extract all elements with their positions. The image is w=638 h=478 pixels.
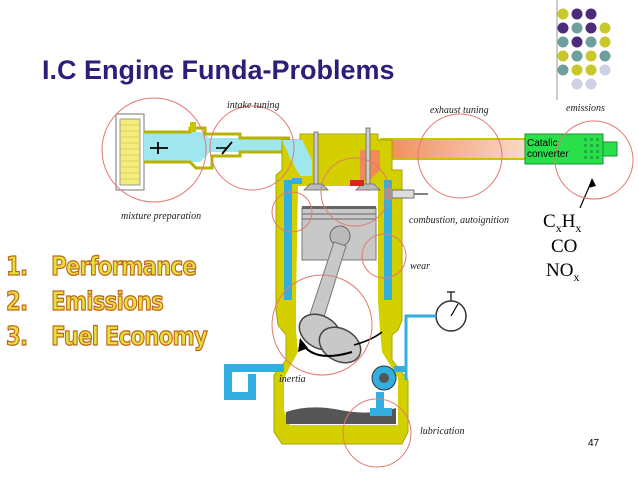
- air-filter: [115, 113, 145, 191]
- formula-hc-sub1: x: [555, 220, 562, 235]
- highlight-circle-lubrication: [342, 398, 412, 468]
- engine-block: [273, 133, 409, 445]
- highlight-circle-emissions: [554, 120, 634, 200]
- highlight-circle-exhaust: [417, 113, 503, 199]
- problem-number: 3.: [5, 321, 28, 352]
- formula-nox-base: NO: [546, 260, 574, 281]
- formula-hc-sub2: x: [575, 220, 582, 235]
- flame-kernel: [350, 180, 364, 186]
- dot-row: [557, 8, 597, 20]
- slide-title: I.C Engine Funda-Problems: [42, 55, 395, 85]
- highlight-circle-wear: [361, 233, 407, 279]
- formula-hc-c: C: [543, 211, 556, 232]
- oil-sump: [286, 407, 396, 424]
- problem-item: 3. Fuel Economy: [5, 320, 209, 355]
- exhaust-runner: [380, 138, 525, 170]
- highlight-circle-mixture: [101, 97, 207, 203]
- intake-runner: [144, 122, 290, 170]
- label-mixture-preparation: mixture preparation: [121, 211, 202, 222]
- catalytic-converter: [524, 133, 618, 165]
- label-combustion: combustion, autoignition: [409, 215, 509, 226]
- rotation-arrow-icon: [298, 338, 308, 352]
- dot-row: [557, 64, 611, 76]
- breather-pipe: [224, 364, 284, 400]
- problem-text: Fuel Economy: [51, 321, 209, 352]
- highlight-circle-inertia: [271, 274, 373, 376]
- decorative-dot-grid: [557, 8, 611, 90]
- coolant-jacket-right: [384, 180, 392, 300]
- problem-item: 1. Performance: [5, 250, 207, 285]
- decorative-vertical-line: [556, 0, 558, 100]
- formula-co: CO: [551, 236, 578, 257]
- dot-row: [571, 78, 597, 90]
- crankshaft: [298, 313, 383, 364]
- oil-gauge: [435, 291, 467, 332]
- page-number: 47: [588, 438, 600, 449]
- dot-row: [557, 22, 611, 34]
- label-inertia: inertia: [279, 374, 306, 385]
- problem-item: 2. Emissions: [5, 285, 207, 320]
- label-wear: wear: [410, 261, 430, 272]
- problem-number: 2.: [5, 286, 28, 317]
- oil-line: [404, 314, 436, 380]
- formula-hc: CxHx: [543, 211, 581, 236]
- oil-pump: [370, 365, 406, 416]
- coolant-jacket-left: [284, 180, 292, 300]
- label-lubrication: lubrication: [420, 426, 465, 437]
- highlight-circle-combustion: [320, 157, 390, 227]
- formula-nox-sub: x: [573, 269, 580, 284]
- problem-number: 1.: [5, 251, 28, 282]
- formula-nox: NOx: [546, 260, 579, 285]
- problem-list: 1. Performance 2. Emissions 3. Fuel Economy: [5, 250, 251, 355]
- highlight-circle-intake: [209, 105, 295, 191]
- label-exhaust-tuning: exhaust tuning: [430, 105, 489, 116]
- arrow-icon: [588, 178, 596, 188]
- problem-text: Performance: [51, 251, 198, 282]
- formula-hc-h: H: [561, 211, 576, 232]
- problem-text: Emissions: [51, 286, 165, 317]
- spark-plug: [384, 188, 428, 200]
- highlight-circle-wear-left: [271, 191, 313, 233]
- label-emissions: emissions: [566, 103, 605, 114]
- label-intake-tuning: intake tuning: [227, 100, 280, 111]
- label-catalytic-converter: Catalic converter: [527, 138, 569, 160]
- dot-row: [557, 50, 611, 62]
- dot-row: [557, 36, 611, 48]
